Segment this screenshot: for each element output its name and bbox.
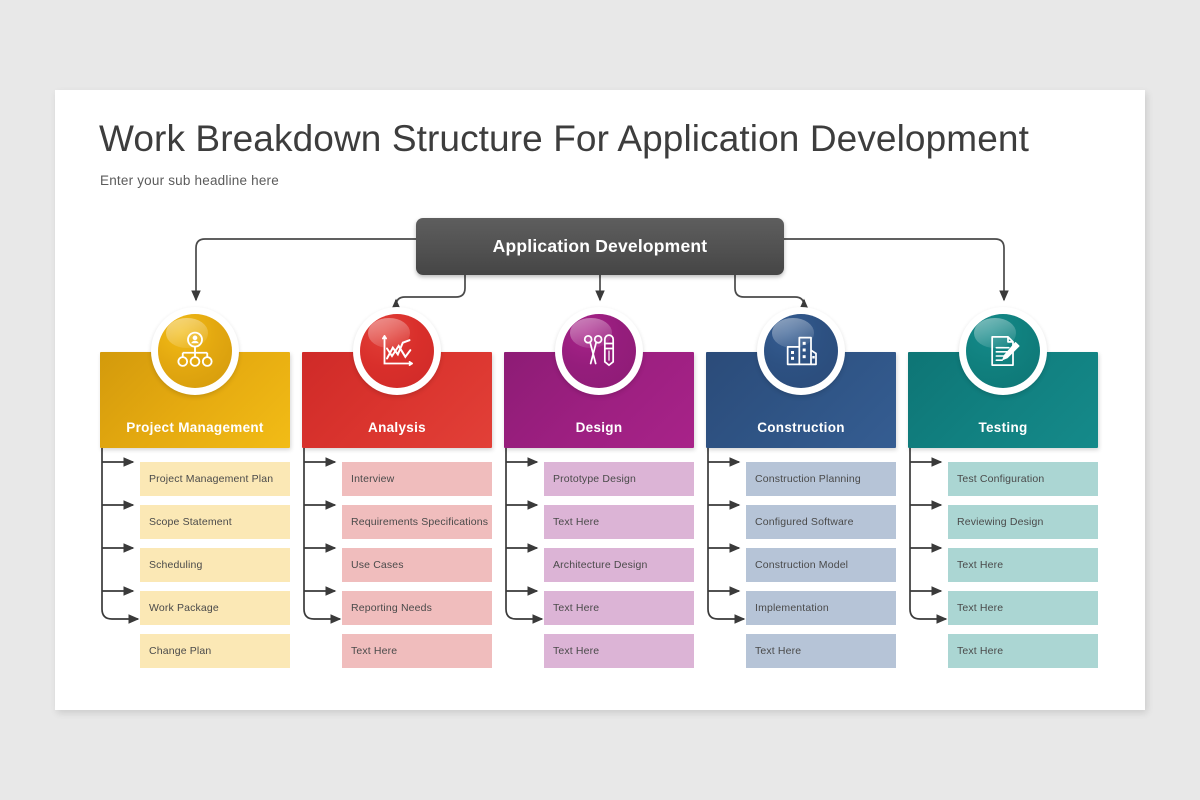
sub-item[interactable]: Construction Model [746,548,896,582]
column-title: Testing [978,420,1028,435]
column-title: Design [575,420,623,435]
sub-item-list: Test Configuration Reviewing Design Text… [948,462,1098,677]
icon-badge [151,307,239,395]
page-subtitle: Enter your sub headline here [100,173,279,188]
sub-item[interactable]: Text Here [746,634,896,668]
sub-item[interactable]: Implementation [746,591,896,625]
buildings-icon [764,314,838,388]
column-testing[interactable]: Testing Test Configuration Reviewing Des… [908,307,1098,668]
sub-item[interactable]: Project Management Plan [140,462,290,496]
sub-item[interactable]: Test Configuration [948,462,1098,496]
sub-item[interactable]: Use Cases [342,548,492,582]
column-header: Testing [908,307,1098,448]
root-node-label: Application Development [492,236,708,256]
slide-card: Work Breakdown Structure For Application… [55,90,1145,710]
sub-item-list: Prototype Design Text Here Architecture … [544,462,694,677]
column-title: Analysis [368,420,426,435]
sub-item[interactable]: Text Here [948,634,1098,668]
sub-item[interactable]: Scheduling [140,548,290,582]
document-pencil-icon [966,314,1040,388]
column-header: Analysis [302,307,492,448]
page-title: Work Breakdown Structure For Application… [99,118,1029,159]
icon-badge [959,307,1047,395]
sub-item[interactable]: Text Here [544,634,694,668]
column-header: Design [504,307,694,448]
sub-item[interactable]: Reporting Needs [342,591,492,625]
org-chart-icon [158,314,232,388]
sub-item[interactable]: Text Here [544,505,694,539]
icon-badge [555,307,643,395]
sub-item[interactable]: Configured Software [746,505,896,539]
sub-item-list: Project Management Plan Scope Statement … [140,462,290,677]
sub-item[interactable]: Requirements Specifications [342,505,492,539]
sub-item[interactable]: Change Plan [140,634,290,668]
sub-item[interactable]: Reviewing Design [948,505,1098,539]
sub-item[interactable]: Architecture Design [544,548,694,582]
icon-badge [353,307,441,395]
line-chart-icon [360,314,434,388]
sub-item[interactable]: Text Here [544,591,694,625]
sub-item[interactable]: Text Here [948,548,1098,582]
column-analysis[interactable]: Analysis Interview Requirements Specific… [302,307,492,668]
sub-item[interactable]: Text Here [948,591,1098,625]
sub-item-list: Construction Planning Configured Softwar… [746,462,896,677]
scissors-pencil-icon [562,314,636,388]
sub-item-list: Interview Requirements Specifications Us… [342,462,492,677]
column-header: Project Management [100,307,290,448]
root-node[interactable]: Application Development [416,218,784,275]
icon-badge [757,307,845,395]
sub-item[interactable]: Scope Statement [140,505,290,539]
column-title: Project Management [126,420,264,435]
column-header: Construction [706,307,896,448]
sub-item[interactable]: Interview [342,462,492,496]
column-project-management[interactable]: Project Management Project Management Pl… [100,307,290,668]
sub-item[interactable]: Work Package [140,591,290,625]
column-title: Construction [757,420,845,435]
column-design[interactable]: Design Prototype Design Text Here Archit… [504,307,694,668]
sub-item[interactable]: Construction Planning [746,462,896,496]
column-construction[interactable]: Construction Construction Planning Confi… [706,307,896,668]
sub-item[interactable]: Prototype Design [544,462,694,496]
sub-item[interactable]: Text Here [342,634,492,668]
